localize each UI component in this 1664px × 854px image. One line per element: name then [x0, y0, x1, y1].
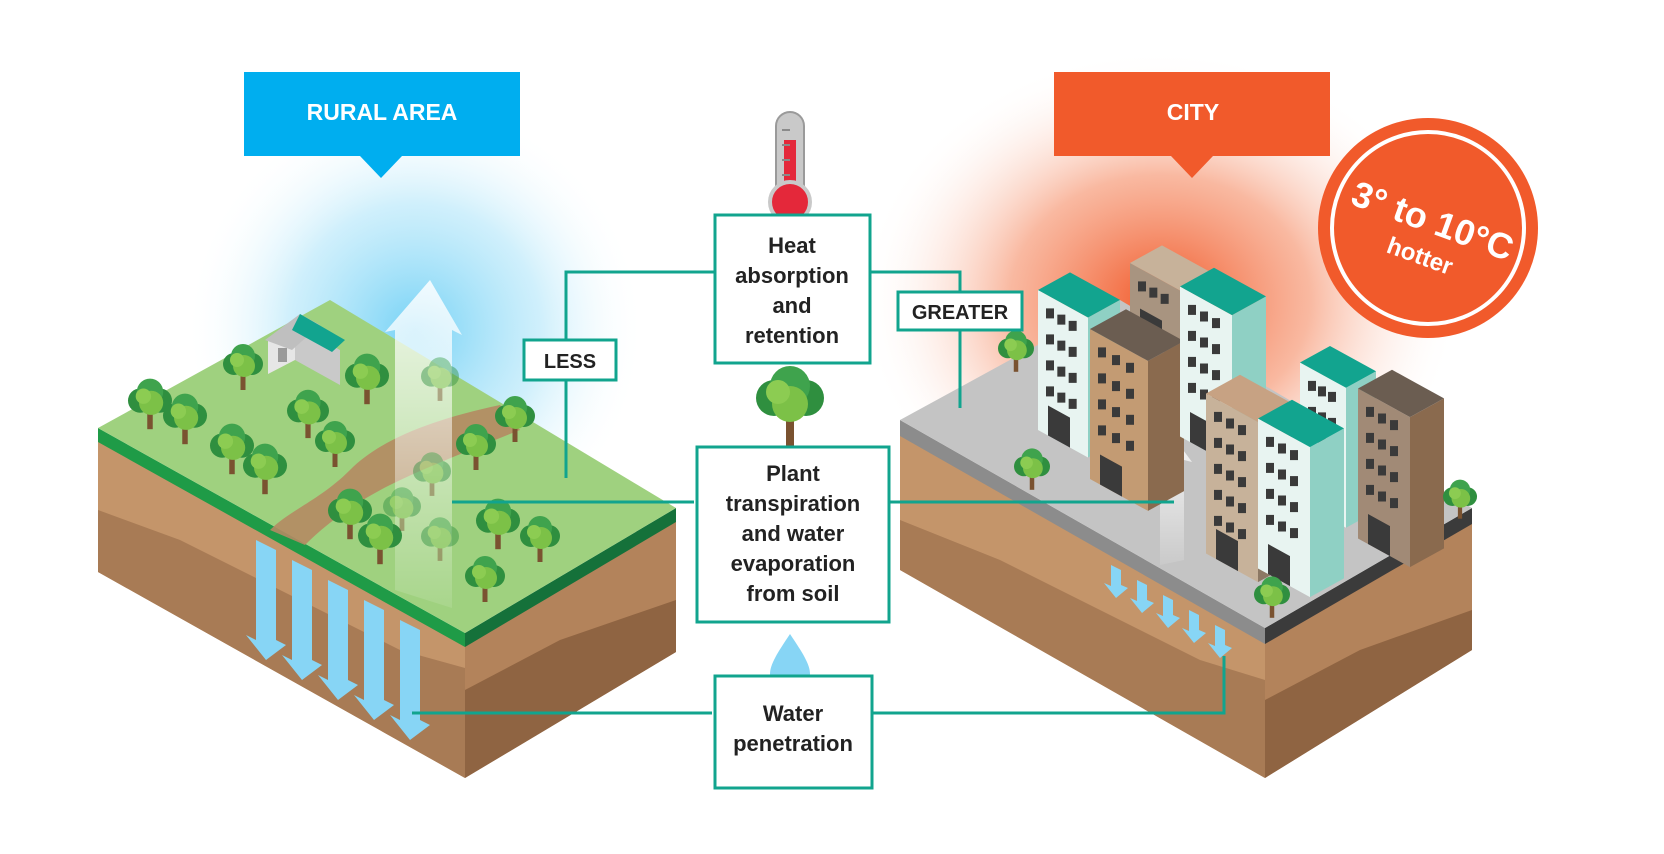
rural-header-pointer	[360, 156, 402, 178]
less-frame	[522, 338, 618, 382]
rural-tree	[465, 556, 505, 602]
city-building	[1090, 309, 1184, 511]
hotter-badge: 3° to 10°C hotter	[1318, 118, 1538, 338]
plant-line-1: Plant	[766, 461, 820, 486]
rural-water-arrows	[246, 540, 430, 740]
heat-connector-left	[564, 270, 715, 478]
city-header-box	[1054, 72, 1330, 156]
rural-area-title: RURAL AREA	[307, 99, 458, 125]
city-building	[1258, 399, 1344, 598]
heat-absorption-frame	[713, 213, 872, 365]
heat-line-1: Heat	[768, 233, 816, 258]
rural-tree	[456, 424, 496, 470]
rural-tree	[520, 516, 560, 562]
plant-line-3: and water	[742, 521, 845, 546]
rural-grass-edge-right	[465, 508, 676, 647]
plant-transpiration-box: Plant transpiration and water evaporatio…	[695, 445, 891, 624]
rural-tree	[358, 513, 402, 565]
rural-tree	[345, 353, 389, 405]
heat-connector-right	[870, 270, 962, 408]
city-trees	[998, 330, 1477, 618]
plant-line-4: evaporation	[731, 551, 856, 576]
rural-tree-faded	[421, 357, 459, 401]
city-tree	[1014, 448, 1050, 490]
thermometer-icon	[768, 111, 812, 224]
heat-line-4: retention	[745, 323, 839, 348]
rural-tree	[315, 421, 355, 467]
rural-tree	[210, 423, 254, 475]
rural-header-box	[244, 72, 520, 156]
rural-tree-faded	[383, 487, 421, 531]
less-label: LESS	[544, 351, 596, 373]
rural-tree	[223, 344, 263, 390]
city-tree	[1254, 576, 1290, 618]
city-tree	[1443, 479, 1477, 519]
water-penetration-box: Water penetration	[713, 674, 874, 790]
plant-transpiration-frame	[695, 445, 891, 624]
connector-lines	[412, 270, 1226, 715]
rural-soil-right-deep	[465, 600, 676, 778]
tree-icon	[756, 366, 824, 452]
rural-tree	[476, 498, 520, 550]
city-water-arrows	[1104, 565, 1232, 658]
rural-tree-faded	[413, 452, 451, 496]
city-soil-right-deep	[1265, 610, 1472, 778]
rural-tree	[243, 443, 287, 495]
city-pavement-edge-left	[900, 420, 1265, 644]
city-buildings	[1038, 245, 1444, 598]
heat-line-3: and	[772, 293, 811, 318]
rural-tree	[287, 389, 330, 439]
rural-tree	[163, 393, 207, 445]
rural-tree	[495, 396, 535, 442]
rural-tree	[128, 378, 172, 430]
city-header-pointer	[1171, 156, 1213, 178]
city-tree	[998, 330, 1034, 372]
city-header: CITY	[1054, 72, 1330, 178]
water-penetration-frame	[713, 674, 874, 790]
rural-grass-edge-left	[98, 428, 465, 647]
greater-frame	[896, 290, 1024, 332]
farmhouse	[265, 314, 345, 385]
water-connector-right	[870, 656, 1226, 715]
city-building	[1358, 369, 1444, 568]
rural-trees	[128, 344, 560, 602]
greater-label: GREATER	[912, 302, 1009, 324]
rural-tree-faded	[421, 517, 459, 561]
heat-line-2: absorption	[735, 263, 849, 288]
greater-label-box: GREATER	[896, 290, 1024, 332]
hotter-badge-circle	[1318, 118, 1538, 338]
plant-line-2: transpiration	[726, 491, 860, 516]
hotter-badge-ring	[1330, 130, 1526, 326]
city-title: CITY	[1167, 99, 1219, 125]
water-line-2: penetration	[733, 731, 853, 756]
less-label-box: LESS	[522, 338, 618, 382]
water-line-1: Water	[763, 701, 824, 726]
rural-tree	[328, 488, 372, 540]
heat-absorption-box: Heat absorption and retention	[713, 213, 872, 365]
rural-area-header: RURAL AREA	[244, 72, 520, 178]
plant-line-5: from soil	[747, 581, 840, 606]
rural-evaporation-plume	[385, 280, 462, 608]
